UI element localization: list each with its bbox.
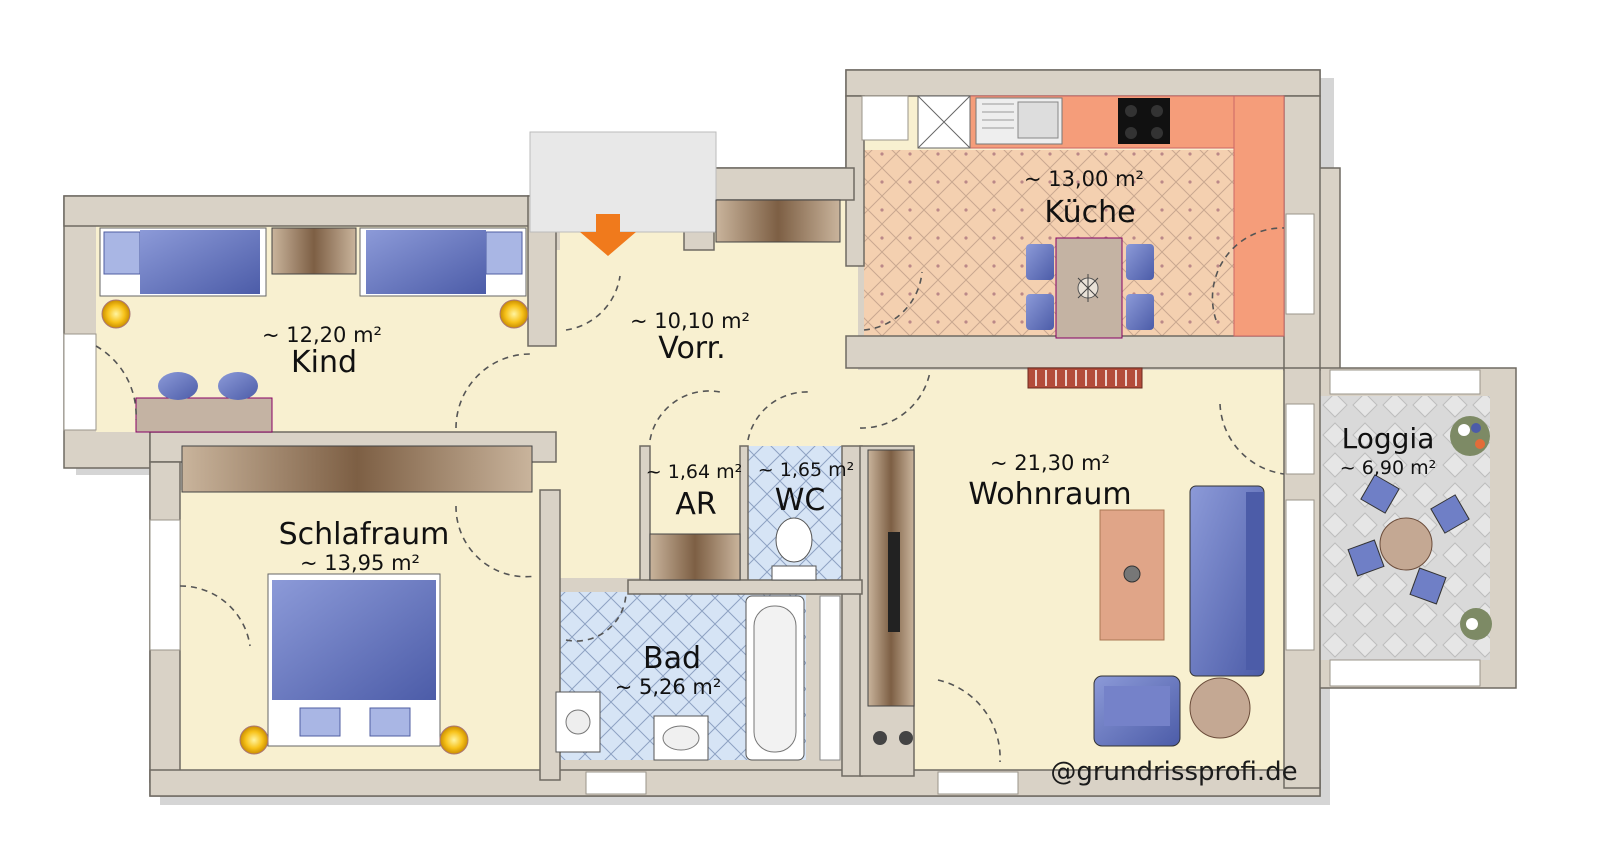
chair-icon [1026,244,1054,280]
round-table [1189,677,1251,739]
wardrobe [271,227,357,275]
room-labels: ~ 12,20 m² Kind ~ 10,10 m² Vorr. ~ 13,00… [262,167,1436,699]
hall-wardrobe [715,199,841,243]
loggia-area: ~ 6,90 m² [1340,457,1436,479]
kueche-name: Küche [1044,195,1135,230]
washbasin-icon [653,715,709,761]
table-icon [1379,517,1433,571]
kind-name: Kind [291,345,357,380]
wc-name: WC [775,483,826,518]
lamp-icon [499,299,529,329]
washing-machine-icon [555,691,601,753]
lamp-icon [239,725,269,755]
chair-icon [1360,474,1400,514]
desk [135,397,273,433]
bed-icon [99,227,267,297]
kitchen-dining [1026,237,1154,339]
vorr-area: ~ 10,10 m² [630,309,750,333]
stove-icon [1118,98,1170,144]
toilet-icon [771,517,817,581]
chair-icon [1126,294,1154,330]
ar-shelf [649,533,741,581]
entry-arrow-icon [580,214,636,256]
entrance-landing [529,131,717,233]
schlafraum-area: ~ 13,95 m² [300,551,420,575]
watermark: @grundrissprofi.de [1050,757,1297,787]
chair-icon [158,372,198,400]
windows [63,95,1481,795]
schlafraum-name: Schlafraum [279,517,450,552]
kind-furniture [99,227,529,433]
ar-area: ~ 1,64 m² [646,461,742,483]
bathtub-icon [745,595,805,761]
chair-icon [1430,494,1470,534]
wohnraum-name: Wohnraum [968,477,1131,512]
loggia-furniture [1347,416,1492,640]
lamp-icon [101,299,131,329]
bed-icon [359,227,527,297]
loggia-name: Loggia [1342,422,1435,455]
plant-icon [1460,608,1492,640]
bad-name: Bad [643,641,701,676]
bad-area: ~ 5,26 m² [615,675,722,699]
radiator [1027,367,1143,389]
kind-area: ~ 12,20 m² [262,323,382,347]
armchair-icon [1093,675,1181,747]
chair-icon [1409,567,1447,605]
ar-name: AR [675,487,716,522]
wohnraum-area: ~ 21,30 m² [990,451,1110,475]
sink-icon [975,97,1063,145]
schlafraum-wardrobe [181,445,533,493]
chair-icon [218,372,258,400]
lamp-icon [439,725,469,755]
sofa-icon [1189,485,1265,677]
chair-icon [1126,244,1154,280]
vorr-name: Vorr. [658,331,725,366]
bed-icon [267,573,441,747]
chair-icon [1026,294,1054,330]
plant-icon [1077,274,1099,302]
plant-icon [1450,416,1490,456]
plant-icon [1123,565,1141,583]
wc-area: ~ 1,65 m² [758,459,854,481]
chair-icon [1347,539,1385,577]
kitchen-counter [917,95,1285,337]
kueche-area: ~ 13,00 m² [1024,167,1144,191]
door-swings [95,227,1285,763]
